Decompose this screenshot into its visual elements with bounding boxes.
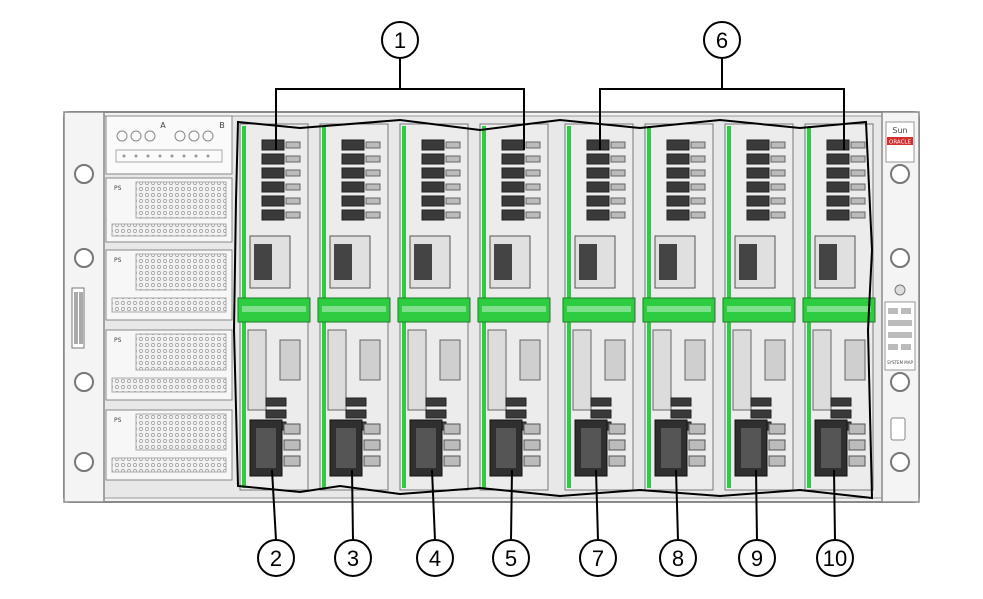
callout-circle (492, 539, 530, 577)
mount-hole-icon (74, 248, 94, 268)
callout-label: 5 (505, 546, 517, 571)
callout-label: 8 (672, 546, 684, 571)
psu-label: PS (114, 257, 122, 264)
handle-slot (890, 417, 906, 441)
mount-hole-icon (890, 164, 910, 184)
system-map-label: SYSTEM MAP (887, 360, 913, 365)
callout-circle (738, 539, 776, 577)
left-mount-ear (63, 111, 105, 503)
module-bay-7 (722, 123, 796, 491)
callout-label: 9 (751, 546, 763, 571)
callout-label: 3 (347, 546, 359, 571)
module-bay-2 (317, 123, 391, 491)
screw-icon (894, 284, 906, 296)
callout-circle (416, 539, 454, 577)
module-bay-8 (802, 123, 876, 491)
callout-8: 8 (659, 469, 697, 577)
module-bay-5 (562, 123, 636, 491)
power-supply-4: PS (105, 409, 233, 481)
mount-hole-icon (890, 248, 910, 268)
callout-circle (703, 21, 741, 59)
callouts: 1 6 2 3 4 5 7 8 9 10 (257, 21, 854, 577)
callout-circle (579, 539, 617, 577)
callout-4: 4 (416, 469, 454, 577)
callout-10: 10 (816, 469, 854, 577)
callout-label: 1 (394, 28, 406, 53)
callout-label: 7 (592, 546, 604, 571)
callout-circle (659, 539, 697, 577)
mount-hole-icon (890, 372, 910, 392)
callout-label: 4 (429, 546, 441, 571)
callout-6: 6 (599, 21, 845, 150)
module-bay-4 (477, 123, 551, 491)
callout-1: 1 (275, 21, 525, 150)
callout-circle (816, 539, 854, 577)
psu-label: PS (114, 337, 122, 344)
slot-a-label: A (160, 121, 166, 130)
psu-label: PS (114, 185, 122, 192)
module-bays (237, 123, 876, 491)
mount-hole-icon (890, 452, 910, 472)
callout-circle (381, 21, 419, 59)
callout-3: 3 (334, 469, 372, 577)
led-panel (105, 115, 233, 175)
callout-2: 2 (257, 469, 295, 577)
mount-hole-icon (74, 452, 94, 472)
callout-label: 2 (270, 546, 282, 571)
callout-7: 7 (579, 469, 617, 577)
power-supply-3: PS (105, 329, 233, 401)
module-bay-3 (397, 123, 471, 491)
right-mount-ear: Sun ORACLE SYSTEM MAP (881, 111, 920, 503)
mount-hole-icon (74, 164, 94, 184)
slot-b-label: B (219, 121, 225, 130)
highlight-outline (232, 118, 874, 500)
psu-label: PS (114, 417, 122, 424)
callout-5: 5 (492, 469, 530, 577)
callout-9: 9 (738, 469, 776, 577)
callout-circle (257, 539, 295, 577)
brand-oracle: ORACLE (889, 140, 911, 146)
callout-circle (334, 539, 372, 577)
module-bay-1 (237, 123, 311, 491)
module-bay-6 (642, 123, 716, 491)
mount-hole-icon (74, 372, 94, 392)
callout-label: 6 (716, 28, 728, 53)
power-supply-1: PS (105, 177, 233, 243)
psu-column: A B PS PS PS PS (105, 115, 233, 481)
power-supply-2: PS (105, 249, 233, 321)
callout-label: 10 (823, 546, 847, 571)
brand-sun: Sun (892, 126, 907, 135)
